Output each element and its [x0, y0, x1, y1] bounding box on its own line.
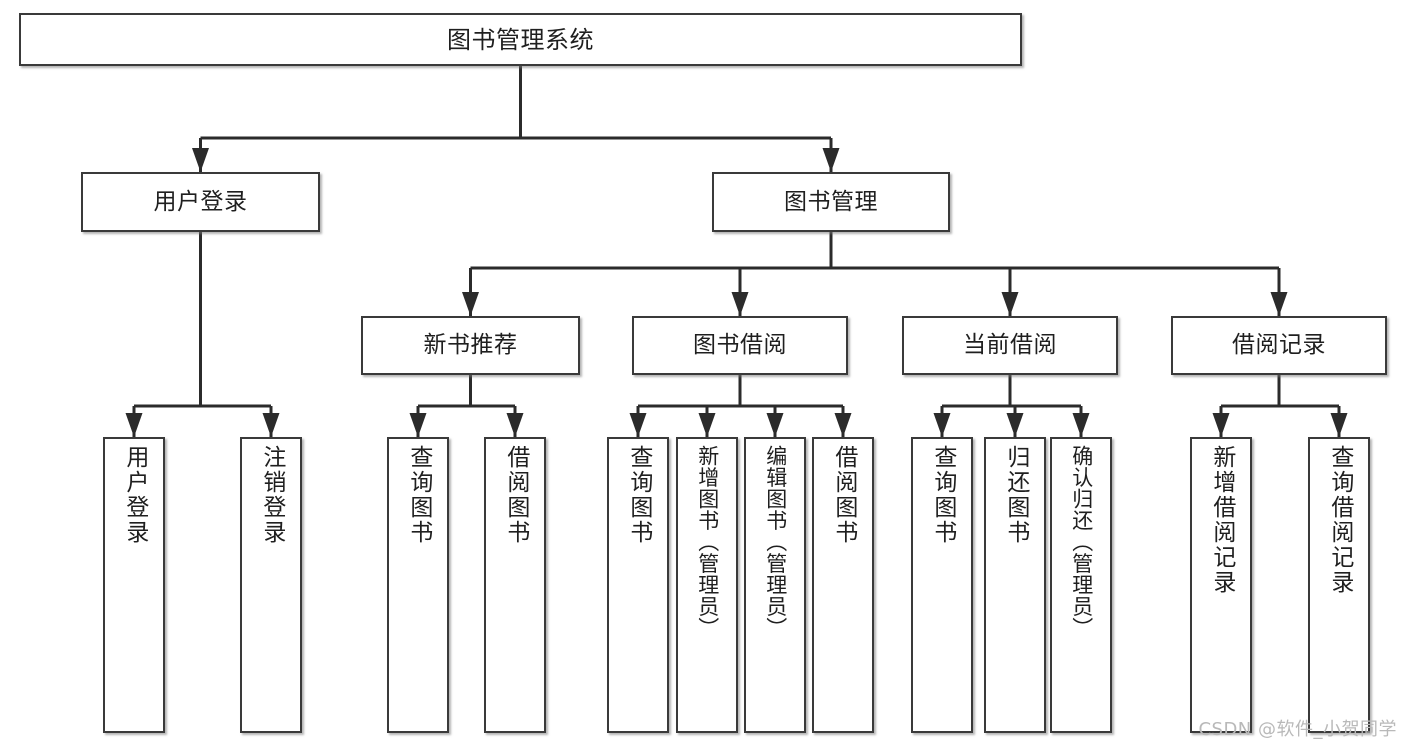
- node-leaf-user-login[interactable]: 用户登录: [103, 437, 165, 733]
- node-book-borrow[interactable]: 图书借阅: [632, 316, 848, 375]
- node-leaf-confirm-return[interactable]: 确认归还（管理员）: [1050, 437, 1112, 733]
- node-leaf-logout[interactable]: 注销登录: [240, 437, 302, 733]
- node-label: 借阅图书: [502, 445, 529, 545]
- node-label: 新增图书（管理员）: [695, 445, 720, 639]
- node-label: 用户登录: [121, 445, 148, 545]
- node-label: 新增借阅记录: [1208, 445, 1235, 595]
- node-new-book-recommend[interactable]: 新书推荐: [361, 316, 580, 375]
- node-leaf-add-book[interactable]: 新增图书（管理员）: [676, 437, 738, 733]
- node-label: 编辑图书（管理员）: [763, 445, 788, 639]
- node-label: 新书推荐: [423, 332, 518, 358]
- node-leaf-borrow-book-2[interactable]: 借阅图书: [812, 437, 874, 733]
- node-leaf-query-record[interactable]: 查询借阅记录: [1308, 437, 1370, 733]
- node-current-borrow[interactable]: 当前借阅: [902, 316, 1118, 375]
- node-leaf-add-record[interactable]: 新增借阅记录: [1190, 437, 1252, 733]
- node-label: 确认归还（管理员）: [1069, 445, 1094, 639]
- node-label: 借阅记录: [1232, 332, 1326, 358]
- node-label: 注销登录: [258, 445, 285, 545]
- node-label: 归还图书: [1002, 445, 1029, 545]
- node-leaf-edit-book[interactable]: 编辑图书（管理员）: [744, 437, 806, 733]
- node-user-login[interactable]: 用户登录: [81, 172, 320, 232]
- node-label: 借阅图书: [830, 445, 857, 545]
- node-label: 查询图书: [625, 445, 652, 545]
- node-label: 图书管理系统: [447, 25, 594, 54]
- node-book-manage[interactable]: 图书管理: [712, 172, 950, 232]
- node-label: 查询图书: [929, 445, 956, 545]
- node-root[interactable]: 图书管理系统: [19, 13, 1022, 66]
- node-leaf-return-book[interactable]: 归还图书: [984, 437, 1046, 733]
- node-label: 图书借阅: [693, 332, 787, 358]
- node-leaf-query-book-2[interactable]: 查询图书: [607, 437, 669, 733]
- node-leaf-borrow-book-1[interactable]: 借阅图书: [484, 437, 546, 733]
- node-leaf-query-book-3[interactable]: 查询图书: [911, 437, 973, 733]
- node-label: 当前借阅: [963, 332, 1057, 358]
- node-borrow-record[interactable]: 借阅记录: [1171, 316, 1387, 375]
- node-label: 用户登录: [153, 188, 248, 215]
- node-leaf-query-book-1[interactable]: 查询图书: [387, 437, 449, 733]
- node-label: 查询图书: [405, 445, 432, 545]
- node-label: 查询借阅记录: [1326, 445, 1353, 595]
- csdn-watermark: CSDN @软件_小贺同学: [1198, 719, 1397, 740]
- node-label: 图书管理: [784, 188, 878, 215]
